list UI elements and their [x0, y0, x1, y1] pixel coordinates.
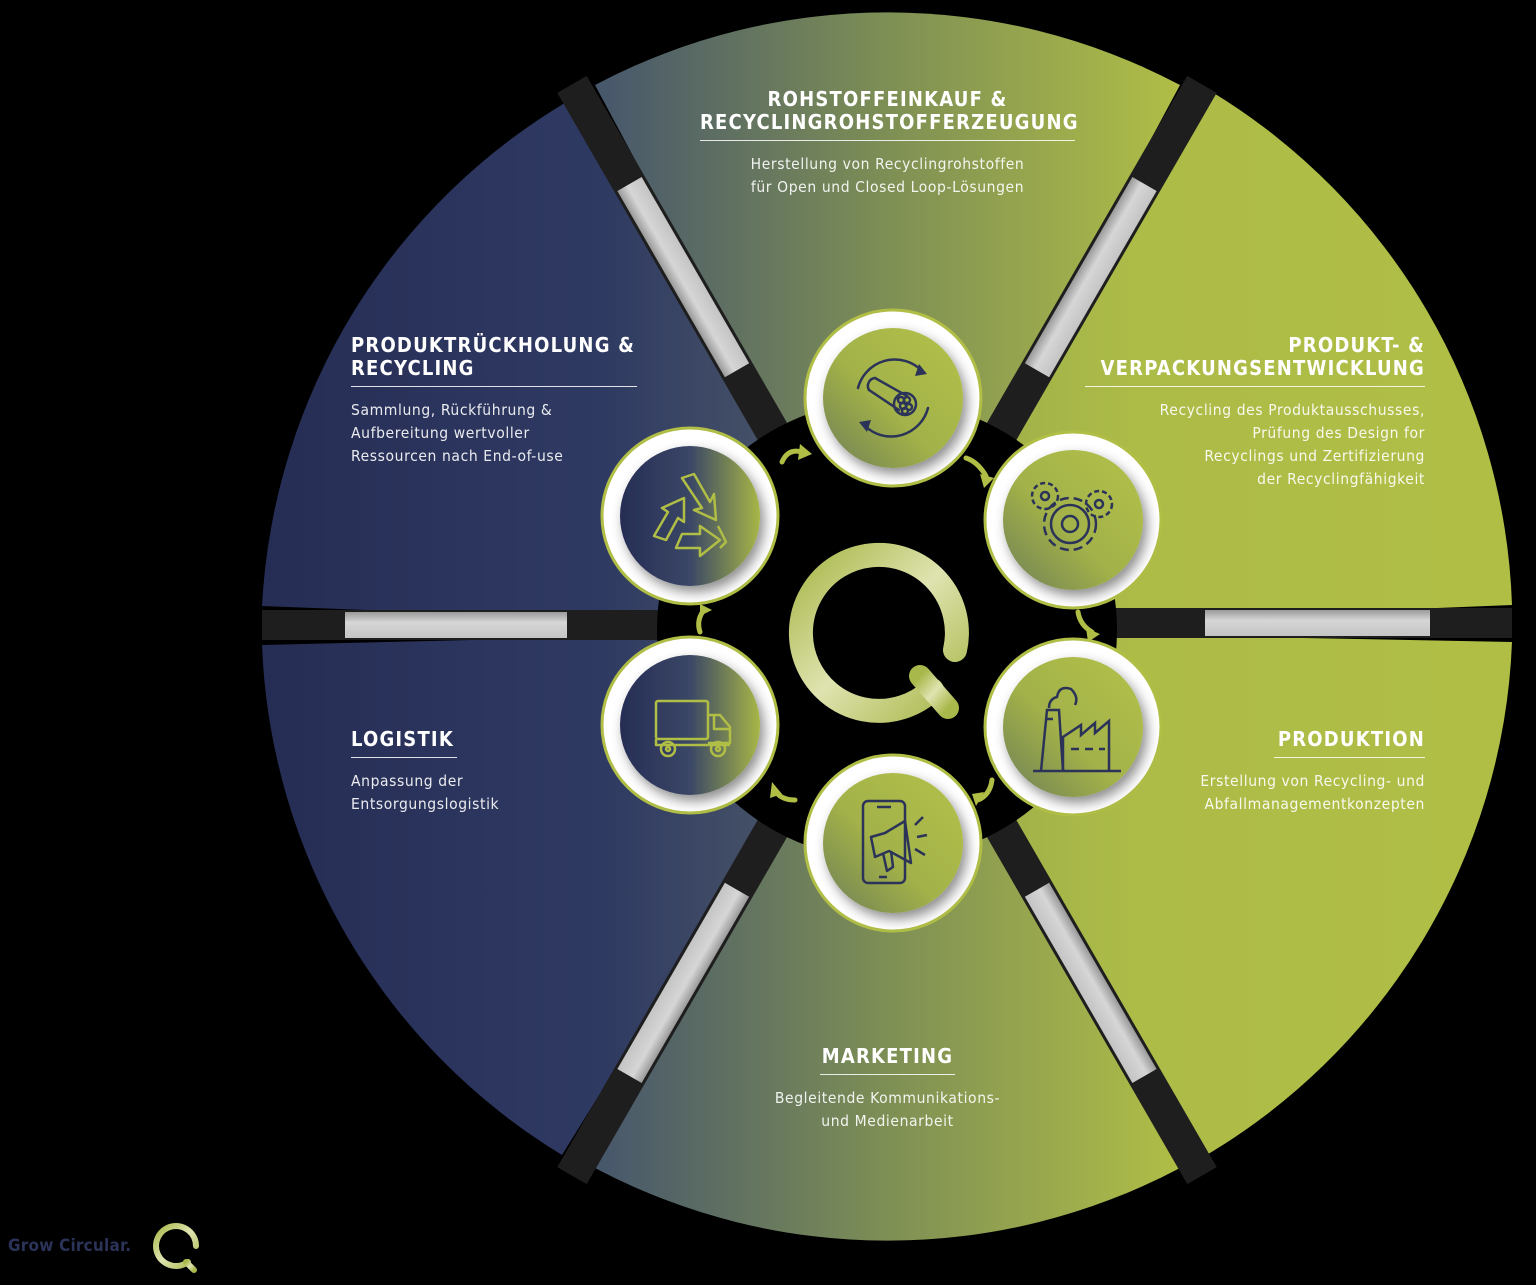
segment-marketing: [595, 630, 1180, 1241]
recycle-icon: [652, 472, 728, 558]
text-block-rohstoffeinkauf: ROHSTOFFEINKAUF & RECYCLINGROHSTOFFERZEU…: [700, 87, 1079, 199]
text-block-logistik: LOGISTIK Anpassung der Entsorgungslogist…: [351, 728, 551, 816]
text-block-produktentwicklung: PRODUKT- & VERPACKUNGSENTWICKLUNG Recycl…: [1085, 334, 1425, 491]
text-block-produktrueckholung: PRODUKTRÜCKHOLUNG & RECYCLING Sammlung, …: [351, 334, 641, 468]
brand-q-logo: [153, 1223, 199, 1273]
factory-icon: [1033, 686, 1121, 773]
segment-description: Begleitende Kommunikations- und Medienar…: [774, 1089, 1001, 1130]
segment-title: MARKETING: [821, 1044, 954, 1068]
segment-title: LOGISTIK: [351, 727, 454, 751]
segment-description: Erstellung von Recycling- und Abfallmana…: [1200, 772, 1425, 813]
gears-icon: [1030, 481, 1114, 552]
title-underline: [1274, 757, 1425, 758]
segment-description: Anpassung der Entsorgungslogistik: [351, 772, 500, 813]
icon-circle-produktrueckholung: [600, 426, 780, 606]
icon-circle-logistik: [600, 635, 780, 815]
title-underline: [1085, 386, 1425, 387]
icon-circle-produktentwicklung: [983, 430, 1163, 610]
segment-description: Recycling des Produktausschusses, Prüfun…: [1159, 401, 1425, 488]
segment-title: PRODUKT- & VERPACKUNGSENTWICKLUNG: [1100, 333, 1425, 380]
title-underline: [700, 140, 1075, 141]
title-underline: [351, 757, 457, 758]
segment-description: Sammlung, Rückführung & Aufbereitung wer…: [351, 401, 564, 465]
center-q-logo: [788, 542, 969, 723]
title-underline: [820, 1074, 955, 1075]
arrow-heads: [700, 444, 1100, 806]
segment-title: ROHSTOFFEINKAUF & RECYCLINGROHSTOFFERZEU…: [700, 87, 1079, 134]
text-block-marketing: MARKETING Begleitende Kommunikations- un…: [740, 1045, 1035, 1133]
icon-circle-rohstoffeinkauf: [803, 308, 983, 488]
phone-megaphone-icon: [861, 799, 928, 885]
cable-recycle-icon: [856, 358, 930, 438]
segment-title: PRODUKTRÜCKHOLUNG & RECYCLING: [351, 333, 636, 380]
segment-description: Herstellung von Recyclingrohstoffen für …: [750, 155, 1025, 196]
brand-name: Grow Circular.: [8, 1236, 132, 1256]
segment-title: PRODUKTION: [1277, 727, 1425, 751]
truck-icon: [654, 699, 732, 758]
title-underline: [351, 386, 637, 387]
text-block-produktion: PRODUKTION Erstellung von Recycling- und…: [1170, 728, 1425, 816]
icon-circle-produktion: [983, 637, 1163, 817]
icon-circle-marketing: [803, 753, 983, 933]
